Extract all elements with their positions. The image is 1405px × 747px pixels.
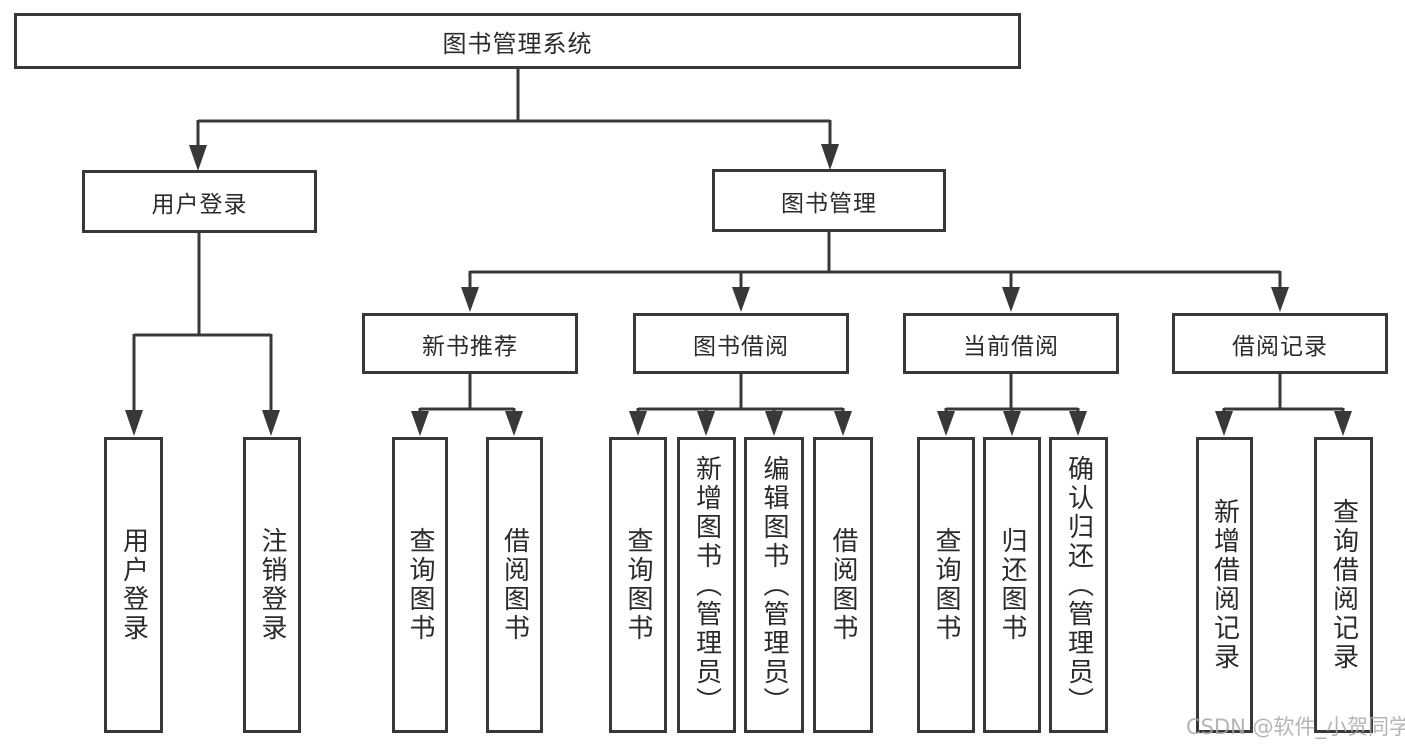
leaf-query-books-current: 查询图书: [917, 437, 975, 733]
arrowheads: [125, 144, 1352, 436]
leaf-query-books-borrow: 查询图书: [609, 437, 667, 733]
leaf-borrow-books-recommend: 借阅图书: [486, 437, 543, 733]
node-label: 归还图书: [997, 527, 1027, 643]
node-user-login: 用户登录: [82, 170, 317, 233]
node-label: 借阅图书: [499, 527, 530, 643]
node-label: 查询图书: [405, 527, 435, 643]
node-borrow-records: 借阅记录: [1172, 313, 1388, 374]
node-library-system: 图书管理系统: [14, 13, 1021, 69]
node-label: 借阅图书: [828, 527, 858, 643]
leaf-borrow-books: 借阅图书: [813, 437, 873, 733]
node-label: 新增借阅记录: [1209, 498, 1240, 672]
node-label: 查询图书: [931, 527, 961, 643]
leaf-query-borrow-record: 查询借阅记录: [1314, 437, 1373, 733]
node-label: 用户登录: [118, 527, 149, 643]
node-label: 图书借阅: [693, 333, 789, 360]
leaf-user-login: 用户登录: [104, 437, 163, 733]
node-new-book-recommend: 新书推荐: [362, 313, 578, 374]
leaf-return-book: 归还图书: [983, 437, 1041, 733]
node-current-borrow: 当前借阅: [903, 313, 1119, 374]
node-label: 新书推荐: [422, 333, 518, 360]
node-label: 查询借阅记录: [1328, 498, 1359, 672]
leaf-add-book-admin: 新增图书（管理员）: [677, 437, 736, 733]
node-label: 编辑图书（管理员）: [759, 454, 789, 716]
node-label: 图书管理: [781, 190, 877, 217]
node-label: 查询图书: [623, 527, 653, 643]
node-label: 图书管理系统: [442, 29, 593, 58]
node-label: 当前借阅: [963, 333, 1059, 360]
node-label: 注销登录: [257, 527, 287, 643]
node-book-management: 图书管理: [712, 169, 946, 232]
leaf-confirm-return-admin: 确认归还（管理员）: [1049, 437, 1108, 733]
leaf-query-books-recommend: 查询图书: [392, 437, 448, 733]
node-label: 用户登录: [151, 191, 248, 218]
node-label: 借阅记录: [1232, 333, 1328, 360]
node-book-borrow: 图书借阅: [633, 313, 849, 374]
node-label: 新增图书（管理员）: [691, 454, 722, 716]
leaf-add-borrow-record: 新增借阅记录: [1196, 437, 1253, 733]
leaf-logout: 注销登录: [243, 437, 301, 733]
node-label: 确认归还（管理员）: [1063, 454, 1094, 716]
leaf-edit-book-admin: 编辑图书（管理员）: [744, 437, 804, 733]
watermark: CSDN @软件_小贺同学: [1186, 715, 1405, 739]
